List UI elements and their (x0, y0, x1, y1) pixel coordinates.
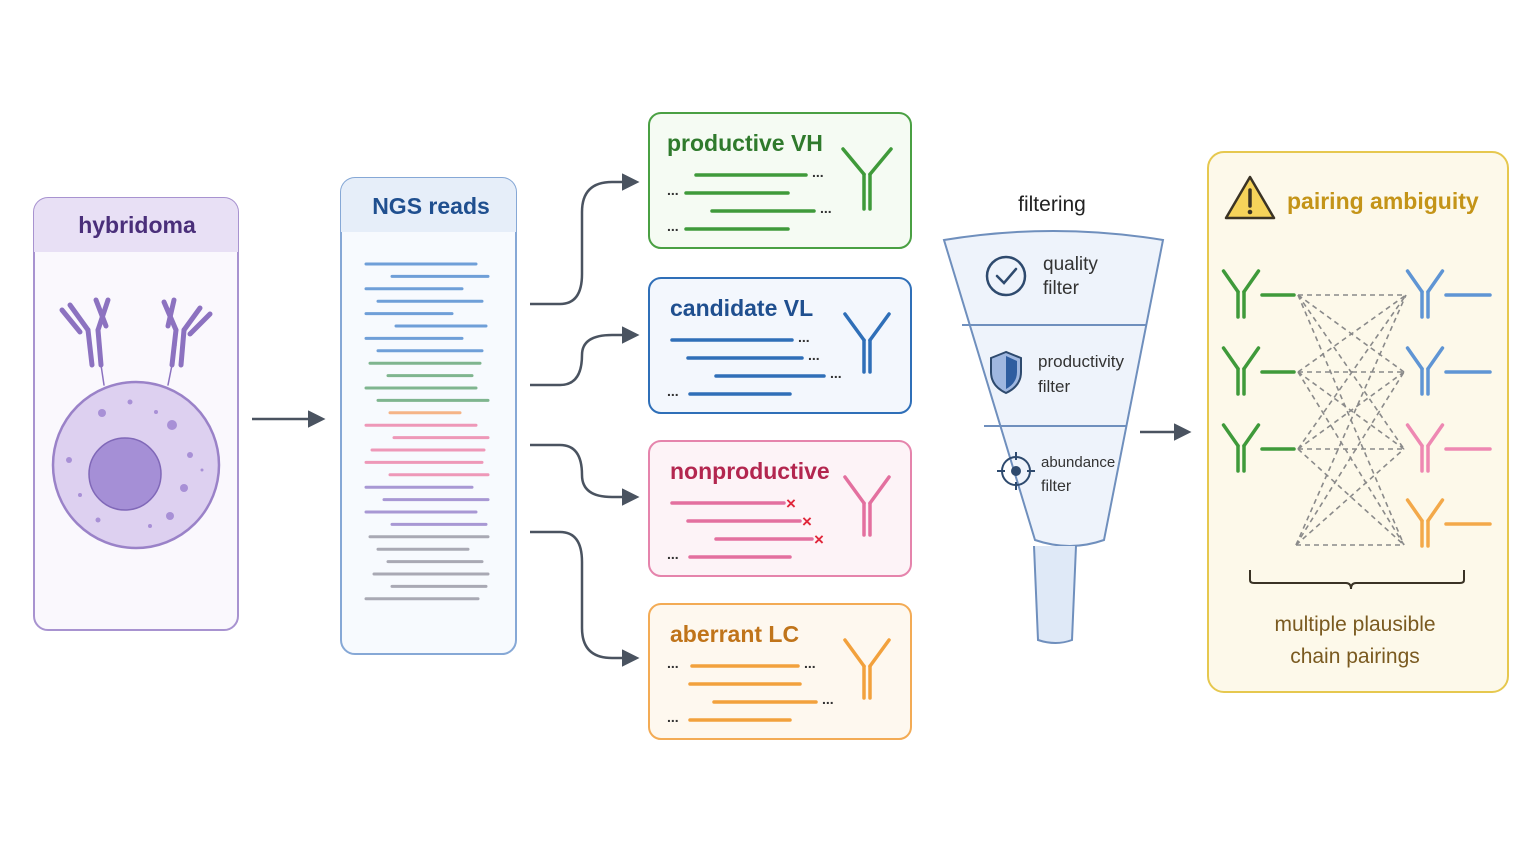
pairing-dashed-line (1297, 294, 1405, 450)
cell-icon (51, 380, 221, 550)
ellipsis: ... (667, 709, 679, 725)
ngs-reads-title: NGS reads (372, 193, 490, 219)
read-lines (364, 262, 490, 601)
connector-np (530, 443, 640, 506)
pairing-dashed-line (1297, 294, 1407, 373)
ellipsis: ... (812, 164, 824, 180)
category-title-vl: candidate VL (670, 295, 813, 321)
ellipsis: ... (830, 365, 842, 381)
productivity-filter-label-2: filter (1038, 377, 1070, 396)
productivity-filter-label: productivity (1038, 352, 1124, 371)
connector-ab (530, 530, 640, 667)
abundance-filter-label-2: filter (1041, 478, 1072, 495)
quality-filter-label: quality (1043, 254, 1098, 275)
ellipsis: ... (804, 655, 816, 671)
light-chain-icon (1405, 269, 1445, 319)
light-chain-icon (1405, 498, 1445, 548)
ellipsis: ... (667, 546, 679, 562)
light-chain-icon (1405, 423, 1445, 473)
pairing-chains (1221, 269, 1492, 548)
ngs-reads-panel: NGS reads (340, 177, 517, 655)
category-box-ab: aberrant LC............ (648, 603, 912, 740)
ellipsis: ... (798, 329, 810, 345)
antibody-chain-icon (843, 475, 891, 537)
category-box-vl: candidate VL............ (648, 277, 912, 414)
filtering-title: filtering (1018, 193, 1086, 216)
antibody-chain-icon (843, 638, 891, 700)
pairing-dashed-line (1297, 448, 1405, 546)
quality-filter-label-2: filter (1043, 278, 1080, 299)
pairing-dashed-line (1295, 448, 1405, 546)
category-title-ab: aberrant LC (670, 621, 799, 647)
surface-antibody-icon (161, 297, 213, 386)
pairing-dashed-line (1295, 371, 1405, 546)
connector-vl (530, 326, 640, 387)
pairing-dashed-line (1297, 294, 1407, 450)
category-box-np: nonproductive×××... (648, 440, 912, 577)
stop-cross-icon: × (814, 530, 824, 549)
ellipsis: ... (667, 655, 679, 671)
ellipsis: ... (808, 347, 820, 363)
heavy-chain-icon (1221, 346, 1261, 396)
heavy-chain-icon (1221, 269, 1261, 319)
pairing-lines (1295, 294, 1407, 546)
connector-vh (530, 173, 640, 306)
category-boxes: productive VH............candidate VL...… (648, 112, 912, 740)
check-circle-icon (985, 255, 1027, 297)
filtering-funnel: filtering quality filter productivity fi… (942, 193, 1165, 644)
antibody-chain-icon (841, 147, 893, 211)
ellipsis: ... (667, 218, 679, 234)
light-chain-icon (1405, 346, 1445, 396)
ellipsis: ... (667, 383, 679, 399)
category-title-vh: productive VH (667, 130, 823, 156)
abundance-filter-label: abundance (1041, 454, 1115, 471)
category-box-vh: productive VH............ (648, 112, 912, 249)
stop-cross-icon: × (802, 512, 812, 531)
pairing-ambiguity-panel: pairing ambiguity multiple plausible cha… (1207, 151, 1509, 693)
ellipsis: ... (820, 200, 832, 216)
antibody-chain-icon (843, 312, 891, 374)
branch-connectors (530, 173, 640, 667)
category-title-np: nonproductive (670, 458, 830, 484)
shield-icon (990, 350, 1022, 395)
pairing-dashed-line (1297, 371, 1405, 546)
pairing-dashed-line (1297, 371, 1405, 450)
crosshair-icon (997, 452, 1035, 490)
hybridoma-panel: hybridoma (33, 197, 239, 631)
surface-antibody-icon (59, 297, 111, 386)
ellipsis: ... (822, 691, 834, 707)
pairing-ambiguity-title: pairing ambiguity (1287, 188, 1479, 214)
stop-cross-icon: × (786, 494, 796, 513)
pairing-brace (1249, 570, 1465, 590)
warning-icon (1224, 175, 1276, 220)
pairing-caption-line1: multiple plausible (1274, 613, 1435, 636)
pairing-dashed-line (1295, 294, 1407, 546)
pairing-caption-line2: chain pairings (1290, 645, 1420, 668)
heavy-chain-icon (1221, 423, 1261, 473)
ellipsis: ... (667, 182, 679, 198)
hybridoma-title: hybridoma (78, 212, 196, 238)
